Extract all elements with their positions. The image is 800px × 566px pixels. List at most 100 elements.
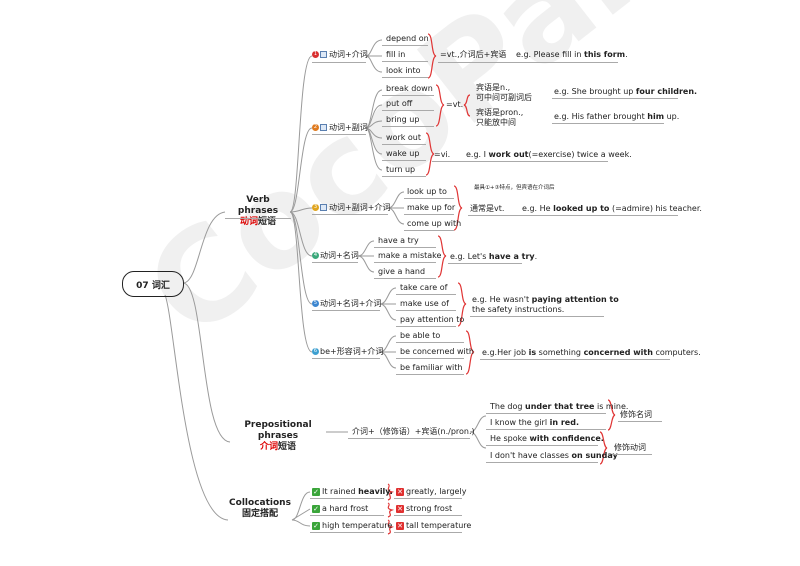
- underline: [448, 263, 522, 264]
- underline: [382, 126, 434, 127]
- note-icon: [320, 124, 327, 131]
- underline: [396, 342, 464, 343]
- underline: [382, 144, 426, 145]
- underline: [312, 214, 388, 215]
- check-icon: ✓: [312, 487, 320, 496]
- phrase-make-a-mistake: make a mistake: [378, 251, 442, 260]
- underline: [374, 278, 436, 279]
- prep-tag-1: 修饰名词: [620, 410, 652, 419]
- underline: [396, 374, 464, 375]
- underline: [312, 62, 366, 63]
- prep-example-1: The dog under that tree is mine.: [490, 402, 629, 411]
- underline: [312, 310, 380, 311]
- vt-case-1-example: e.g. She brought up four children.: [554, 87, 698, 96]
- vi-example: e.g. I work out(=exercise) twice a week.: [466, 150, 632, 159]
- group-3-example: e.g. He looked up to (=admire) his teach…: [522, 204, 702, 213]
- collocation-correct-1: ✓It rained heavily.: [312, 487, 393, 496]
- underline: [394, 532, 462, 533]
- phrase-come-up-with: come up with: [407, 219, 462, 228]
- group-4-example: e.g. Let's have a try.: [450, 252, 538, 261]
- collocations-heading[interactable]: Collocations 固定搭配: [228, 498, 292, 520]
- number-5-icon: 5: [312, 300, 319, 307]
- underline: [225, 218, 291, 219]
- phrase-turn-up: turn up: [386, 165, 416, 174]
- collocation-wrong-2: ✕strong frost: [396, 504, 453, 513]
- underline: [470, 316, 604, 317]
- underline: [396, 294, 456, 295]
- vt-case-2: 宾语是pron.,只能放中间: [476, 108, 524, 127]
- prep-phrases-cn: 介词短语: [259, 442, 297, 452]
- underline: [396, 326, 456, 327]
- phrase-fill-in: fill in: [386, 50, 406, 59]
- prep-example-2: I know the girl in red.: [490, 418, 579, 427]
- underline: [382, 176, 426, 177]
- phrase-put-off: put off: [386, 99, 413, 108]
- prep-phrases-heading[interactable]: Prepositional phrases 介词短语: [228, 420, 328, 453]
- underline: [468, 215, 678, 216]
- prep-tag-2: 修饰动词: [614, 443, 646, 452]
- phrase-take-care-of: take care of: [400, 283, 448, 292]
- phrase-be-able-to: be able to: [400, 331, 441, 340]
- underline: [404, 198, 454, 199]
- prep-example-4: I don't have classes on sunday: [490, 451, 618, 460]
- number-6-icon: 6: [312, 348, 319, 355]
- underline: [486, 445, 598, 446]
- number-2-icon: 2: [312, 124, 319, 131]
- vi-note: =vi.: [434, 150, 451, 159]
- underline: [382, 77, 428, 78]
- underline: [312, 358, 380, 359]
- underline: [348, 438, 470, 439]
- check-icon: ✓: [312, 504, 320, 513]
- underline: [310, 515, 384, 516]
- underline: [552, 98, 678, 99]
- verb-phrases-en: Verb phrases: [237, 195, 279, 216]
- underline: [396, 310, 456, 311]
- underline: [404, 230, 454, 231]
- verb-phrases-heading[interactable]: Verb phrases 动词短语: [225, 195, 291, 228]
- check-icon: ✓: [312, 521, 320, 530]
- underline: [396, 358, 464, 359]
- collocation-wrong-1: ✕greatly, largely: [396, 487, 467, 496]
- cross-icon: ✕: [396, 521, 404, 530]
- collocations-cn: 固定搭配: [241, 509, 278, 519]
- phrase-make-use-of: make use of: [400, 299, 449, 308]
- collocation-correct-3: ✓high temperature: [312, 521, 393, 530]
- phrase-look-into: look into: [386, 66, 421, 75]
- phrase-be-concerned-with: be concerned with: [400, 347, 474, 356]
- underline: [382, 61, 428, 62]
- underline: [552, 123, 664, 124]
- collocations-en: Collocations: [229, 498, 291, 508]
- underline: [438, 62, 618, 63]
- vt-case-2-example: e.g. His father brought him up.: [554, 112, 680, 121]
- underline: [382, 110, 434, 111]
- phrase-have-a-try: have a try: [378, 236, 419, 245]
- phrase-wake-up: wake up: [386, 149, 420, 158]
- underline: [480, 359, 670, 360]
- underline: [382, 45, 428, 46]
- underline: [612, 454, 652, 455]
- phrase-depend-on: depend on: [386, 34, 429, 43]
- prep-phrases-en: Prepositional phrases: [244, 420, 312, 441]
- collocation-correct-2: ✓a hard frost: [312, 504, 369, 513]
- prep-example-3: He spoke with confidence.: [490, 434, 604, 443]
- group-6-example: e.g.Her job is something concerned with …: [482, 348, 701, 357]
- collocation-wrong-3: ✕tall temperature: [396, 521, 472, 530]
- note-icon: [320, 204, 327, 211]
- group-3-tip: 最具①+③特点，但宾语在介词后: [474, 185, 555, 191]
- cross-icon: ✕: [396, 487, 404, 496]
- underline: [618, 421, 662, 422]
- underline: [312, 134, 366, 135]
- underline: [394, 498, 462, 499]
- underline: [382, 95, 434, 96]
- cross-icon: ✕: [396, 504, 404, 513]
- prep-formula: 介词+（修饰语）+宾语(n./pron.): [352, 427, 475, 436]
- vt-case-1: 宾语是n.,可中间可副词后: [476, 83, 532, 102]
- root-node[interactable]: 07 词汇: [122, 271, 184, 297]
